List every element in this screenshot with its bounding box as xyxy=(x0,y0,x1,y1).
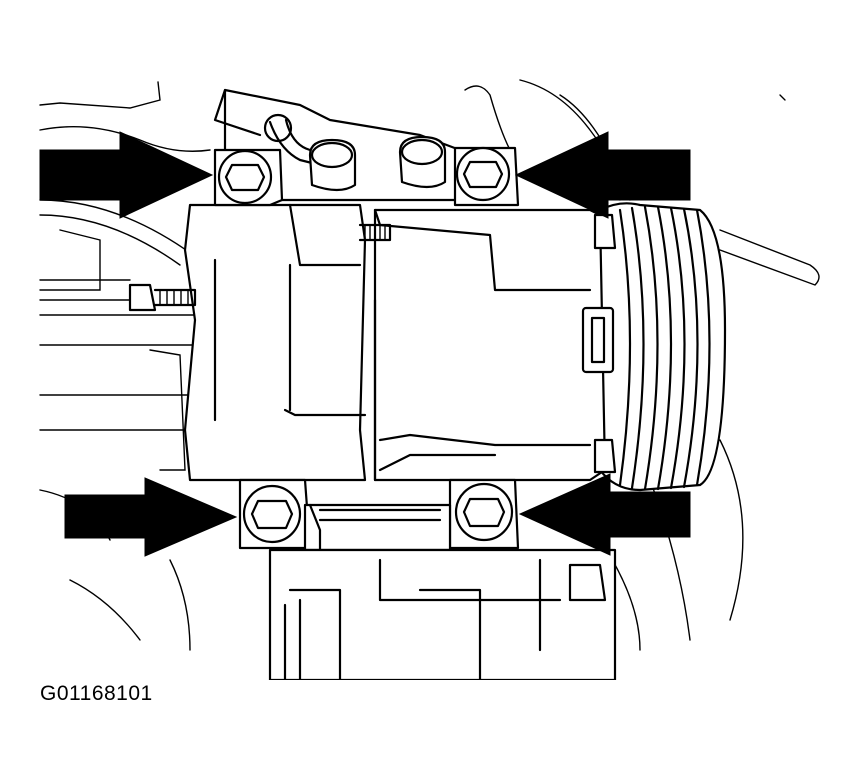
arrow-upper-left-bolt xyxy=(39,131,214,219)
compressor-electrical-connector xyxy=(581,306,615,374)
arrow-lower-right-bolt xyxy=(518,473,691,556)
figure-code: G01168101 xyxy=(40,682,153,705)
ac-compressor-mounting-diagram xyxy=(39,79,820,680)
lower-pulley-nut xyxy=(593,438,617,474)
through-stud xyxy=(358,223,392,242)
compressor-clutch-pulley xyxy=(598,202,727,492)
callout-arrows xyxy=(39,131,691,557)
lower-right-mounting-ear xyxy=(448,478,520,550)
upper-left-mounting-ear xyxy=(213,148,284,207)
upper-left-bolt-hex-icon xyxy=(224,163,266,192)
lower-right-bolt-hex-icon xyxy=(462,497,506,528)
lower-left-mounting-ear xyxy=(238,478,312,550)
arrow-lower-left-bolt xyxy=(64,477,238,557)
lower-bracket xyxy=(303,503,452,552)
compressor-body xyxy=(373,208,617,482)
upper-right-bolt-hex-icon xyxy=(462,160,504,189)
upper-bosses xyxy=(308,135,447,192)
lower-mount-base xyxy=(268,548,617,680)
lower-left-bolt-hex-icon xyxy=(250,499,294,530)
arrow-upper-right-bolt xyxy=(514,131,691,219)
upper-right-mounting-ear xyxy=(453,146,520,207)
upper-pulley-nut xyxy=(593,213,617,250)
side-bolt xyxy=(128,283,197,312)
compressor-front-head xyxy=(183,203,367,482)
